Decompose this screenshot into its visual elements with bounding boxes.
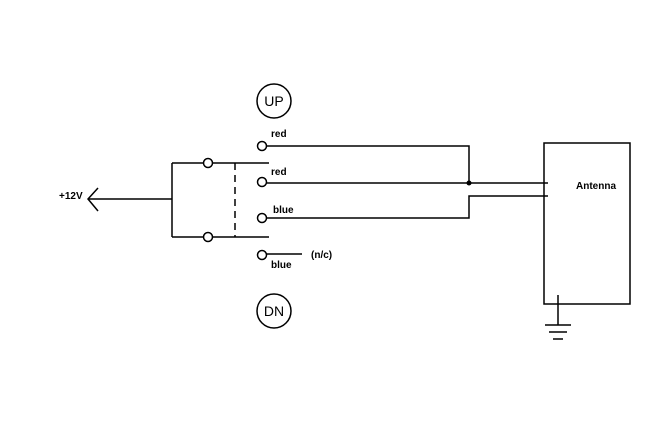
dn-label: DN (264, 303, 284, 319)
wire-label-nc-blue: blue (271, 260, 292, 271)
switch-pivot-top (202, 157, 214, 169)
dn-badge (256, 293, 292, 329)
wire-blue (266, 195, 548, 219)
up-label: UP (264, 93, 283, 109)
wire-up-red (266, 145, 470, 183)
contact-nc-blue (256, 249, 268, 261)
wire-label-red: red (271, 167, 287, 178)
switch-pivot-bottom (202, 231, 214, 243)
junction-dot (466, 180, 472, 186)
nc-label: (n/c) (311, 250, 332, 261)
up-badge (256, 83, 292, 119)
supply-label: +12V (59, 191, 83, 202)
contact-red (256, 176, 268, 188)
wire-label-up-red: red (271, 129, 287, 140)
contact-blue (256, 212, 268, 224)
contact-up-red (256, 140, 268, 152)
antenna-label: Antenna (576, 181, 616, 192)
supply-arrow-icon (87, 187, 99, 212)
antenna-box (543, 142, 631, 305)
wire-label-blue: blue (273, 205, 294, 216)
